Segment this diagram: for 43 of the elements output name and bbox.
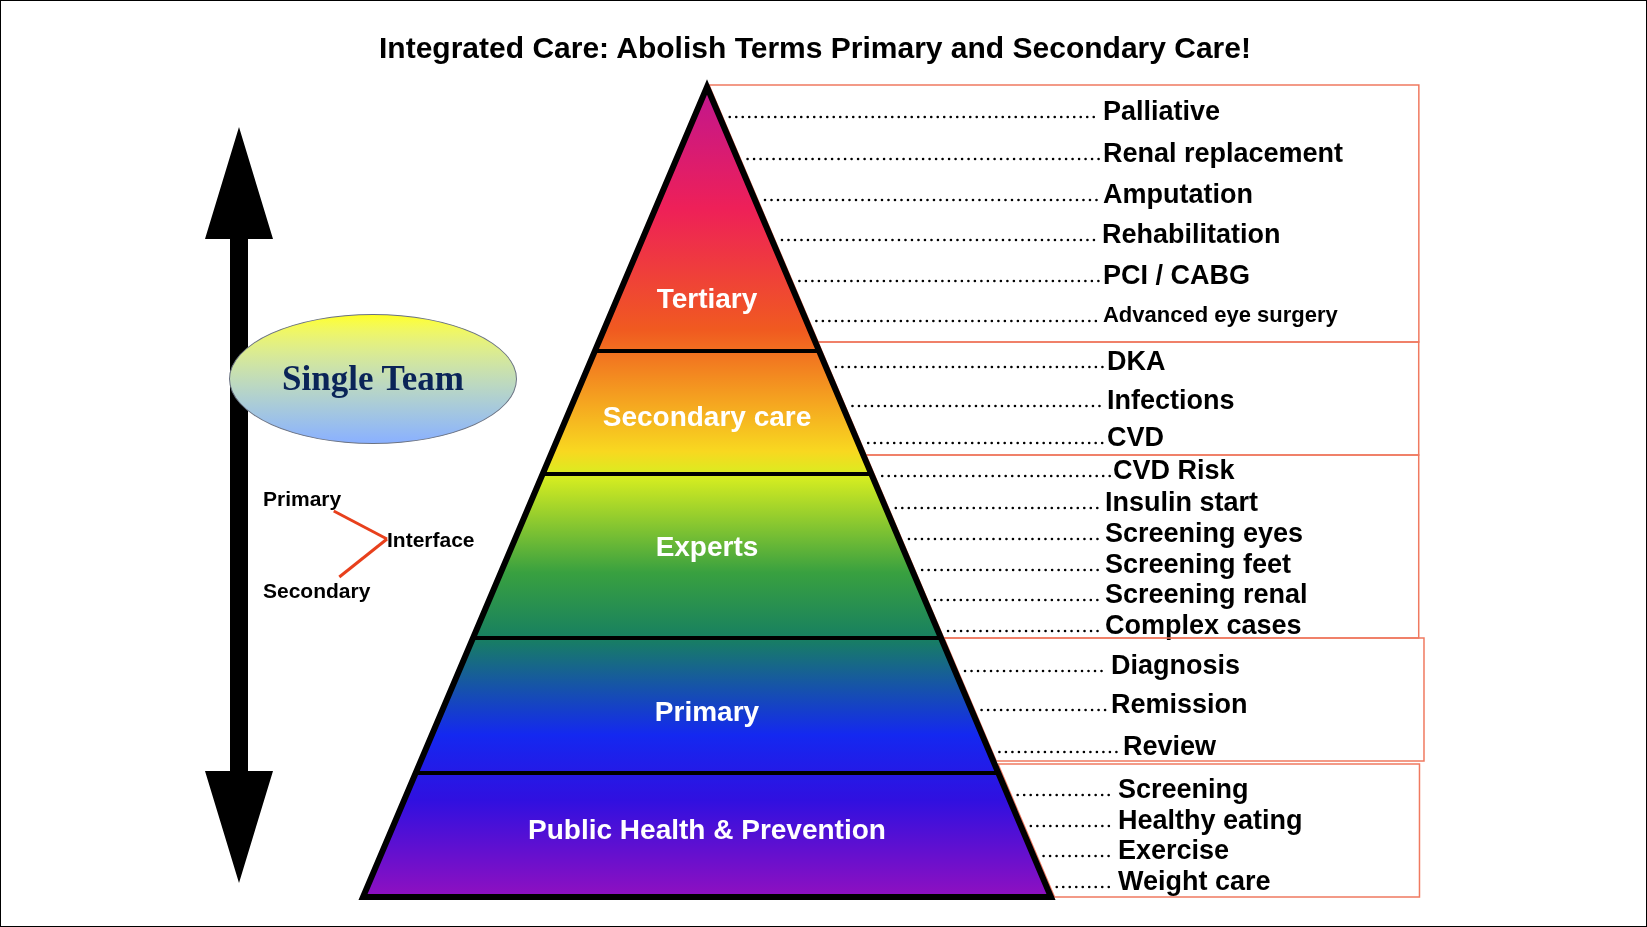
connector-line bbox=[338, 537, 388, 579]
band-label: Tertiary bbox=[656, 285, 758, 313]
list-item: Screening feet bbox=[1105, 550, 1292, 578]
band-label: Public Health & Prevention bbox=[528, 816, 886, 844]
list-item: Weight care bbox=[1118, 867, 1271, 895]
band-label: Experts bbox=[655, 533, 759, 561]
item-group-box bbox=[866, 455, 1419, 638]
ellipse-label: Single Team bbox=[282, 357, 464, 400]
interface-label: Interface bbox=[387, 527, 491, 551]
list-item: PCI / CABG bbox=[1103, 261, 1250, 289]
dotted-leader-line bbox=[834, 365, 1106, 369]
list-item: Palliative bbox=[1103, 97, 1221, 125]
interface-label: Secondary bbox=[263, 577, 383, 603]
interface-label: Primary bbox=[263, 485, 355, 511]
list-item: Remission bbox=[1111, 690, 1248, 718]
dotted-leader-line bbox=[746, 157, 1102, 161]
dotted-leader-line bbox=[880, 474, 1112, 478]
list-item: Healthy eating bbox=[1118, 806, 1303, 834]
list-item: Screening bbox=[1118, 775, 1249, 803]
item-group-box bbox=[944, 638, 1424, 761]
list-item: Complex cases bbox=[1105, 611, 1302, 639]
dotted-leader-line bbox=[866, 441, 1106, 445]
dotted-leader-line bbox=[798, 279, 1102, 283]
band-label: Secondary care bbox=[602, 403, 812, 431]
list-item: Screening eyes bbox=[1105, 519, 1304, 547]
band-label: Primary bbox=[654, 698, 760, 726]
list-item: Diagnosis bbox=[1111, 651, 1240, 679]
connector-line bbox=[333, 509, 388, 541]
list-item: Advanced eye surgery bbox=[1103, 304, 1338, 326]
list-item: DKA bbox=[1107, 347, 1166, 375]
list-item: Screening renal bbox=[1105, 580, 1308, 608]
list-item: Amputation bbox=[1103, 180, 1253, 208]
item-group-box bbox=[997, 764, 1419, 897]
list-item: Insulin start bbox=[1105, 488, 1258, 516]
list-item: Exercise bbox=[1118, 836, 1230, 864]
title: Integrated Care: Abolish Terms Primary and Secondary Care! bbox=[379, 33, 1251, 63]
list-item: Review bbox=[1123, 732, 1217, 760]
list-item: Rehabilitation bbox=[1102, 220, 1281, 248]
list-item: CVD bbox=[1107, 423, 1164, 451]
item-group-box bbox=[818, 342, 1419, 455]
list-item: Renal replacement bbox=[1103, 139, 1344, 167]
list-item: CVD Risk bbox=[1113, 456, 1235, 484]
list-item: Infections bbox=[1107, 386, 1235, 414]
